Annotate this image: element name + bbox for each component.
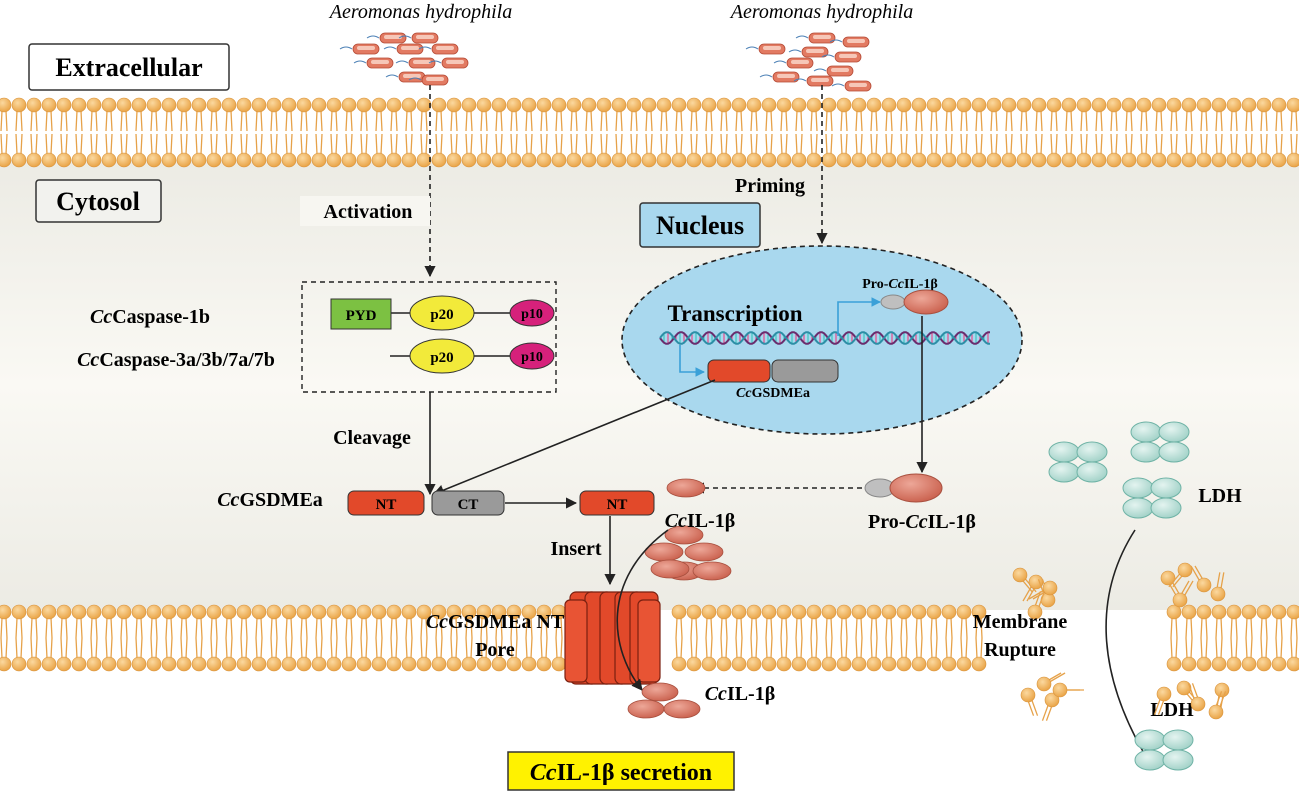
- pyd-domain: [330, 298, 392, 330]
- gsdme-label: CcGSDMEa: [217, 489, 323, 511]
- gsdmea-nt-pore: [564, 591, 661, 685]
- transcription-arrow-gsdme: [679, 345, 705, 377]
- transcription-arrow-il1b: [837, 297, 881, 336]
- bacteria-cluster-left: [339, 32, 469, 86]
- pore-label-line2: Pore: [475, 639, 515, 661]
- pore-label-line1: CcGSDMEa NT: [426, 611, 565, 633]
- transcription-label: Transcription: [667, 301, 802, 326]
- ruptured-membrane-fragments: [1012, 562, 1230, 721]
- secreted-il1b-label: CcIL-1β: [705, 683, 776, 705]
- nucleus-pro-il1b-label: Pro-CcIL-1β: [862, 277, 938, 292]
- dna-helix: [659, 331, 990, 345]
- caspase-1b-label: CcCaspase-1b: [90, 306, 210, 328]
- caspase-1b-p20-label: p20: [430, 307, 453, 323]
- released-gsdme-nt: [579, 490, 655, 516]
- gsdme-nt-label: NT: [376, 497, 397, 513]
- ldh-top-label: LDH: [1198, 485, 1242, 507]
- released-gsdme-nt-label: NT: [607, 497, 628, 513]
- ldh-cluster-released: [1134, 729, 1194, 771]
- pyd-label: PYD: [346, 308, 377, 324]
- ldh-release-arrow: [1105, 529, 1149, 761]
- extracellular-label: Extracellular: [55, 53, 202, 82]
- bacteria-cluster-right: [745, 32, 872, 92]
- caspase-3-7-p10: [509, 342, 555, 370]
- gsdme-ct: [431, 490, 505, 516]
- gsdme-nt: [347, 490, 425, 516]
- cytosol-label: Cytosol: [56, 187, 140, 216]
- caspase-3-7-p20-label: p20: [430, 350, 453, 366]
- nucleus-pro-il1b-mature: [903, 289, 949, 315]
- bacteria-label-left: Aeromonas hydrophila: [328, 1, 512, 23]
- cleavage-label: Cleavage: [333, 427, 411, 449]
- extracellular-box: [28, 43, 230, 91]
- nucleus-label-box: [639, 202, 761, 248]
- caspase-box: [301, 281, 557, 393]
- ldh-cluster-cytosol: [1048, 421, 1190, 519]
- secreted-il1b-cluster: [627, 682, 701, 719]
- caspase-3-7-label: CcCaspase-3a/3b/7a/7b: [77, 349, 275, 371]
- plasma-membrane-top: [0, 97, 1299, 168]
- activation-label: Activation: [324, 201, 413, 223]
- nucleus: [621, 245, 1023, 435]
- nucleus-gsdme-nt: [707, 359, 771, 383]
- secretion-box: [507, 751, 735, 791]
- gsdme-export-arrow: [432, 379, 716, 496]
- caspase-1b-p10: [509, 299, 555, 327]
- gsdme-ct-label: CT: [458, 497, 479, 513]
- insert-label: Insert: [550, 538, 601, 560]
- nucleus-gsdme-ct: [771, 359, 839, 383]
- caspase-1b-p10-label: p10: [521, 307, 543, 322]
- membrane-rupture-label-1: Membrane: [973, 611, 1068, 633]
- nucleus-gsdme-label: CcGSDMEa: [736, 386, 810, 401]
- caspase-1b-p20: [409, 295, 475, 331]
- secretion-label: CcIL-1β secretion: [530, 760, 712, 786]
- caspase-3-7-p10-label: p10: [521, 350, 543, 365]
- ldh-bottom-label: LDH: [1150, 699, 1194, 721]
- caspase-3-7-p20: [409, 338, 475, 374]
- nucleus-label: Nucleus: [656, 211, 744, 240]
- pro-il1b-label: Pro-CcIL-1β: [868, 511, 976, 533]
- mature-il1b-cluster: [644, 478, 732, 581]
- bacteria-label-right: Aeromonas hydrophila: [729, 1, 913, 23]
- mature-il1b-label: CcIL-1β: [665, 510, 736, 532]
- membrane-rupture-label-2: Rupture: [984, 639, 1056, 661]
- nucleus-pro-il1b-prodomain: [880, 294, 906, 310]
- plasma-membrane-bottom: [0, 604, 1299, 672]
- pro-il1b-mature: [889, 473, 943, 503]
- cytosol-box: [35, 179, 162, 223]
- priming-label: Priming: [735, 175, 805, 197]
- secretion-arrow: [616, 529, 669, 691]
